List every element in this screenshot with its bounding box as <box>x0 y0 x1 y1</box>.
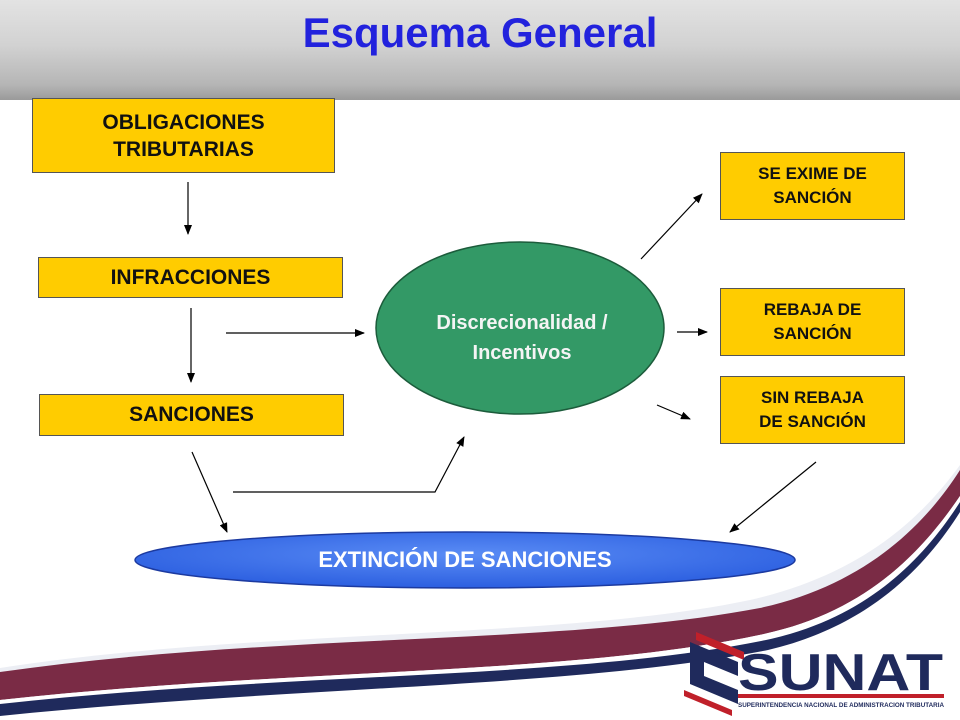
arrow-to-sin-rebaja <box>656 404 691 420</box>
box-exime-line1: SE EXIME DE <box>758 164 867 183</box>
box-rebaja-de-sancion: REBAJA DE SANCIÓN <box>720 288 905 356</box>
arrow-sin-rebaja-to-extincion <box>729 461 817 533</box>
box-rebaja-line2: SANCIÓN <box>773 324 852 343</box>
box-rebaja-line1: REBAJA DE <box>763 300 862 319</box>
box-infracciones: INFRACCIONES <box>38 257 343 298</box>
arrow-extincion-feedback <box>233 436 465 493</box>
oval-discrecionalidad <box>375 241 665 415</box>
box-sanciones-label: SANCIONES <box>129 403 254 426</box>
sunat-logo-tagline: SUPERINTENDENCIA NACIONAL DE ADMINISTRAC… <box>738 702 944 709</box>
header-band <box>0 0 960 100</box>
box-sin-rebaja-line2: DE SANCIÓN <box>759 412 866 431</box>
box-obligaciones-tributarias: OBLIGACIONES TRIBUTARIAS <box>32 98 335 173</box>
box-obligaciones-line1: OBLIGACIONES <box>102 110 265 134</box>
arrow-to-exime <box>640 193 703 260</box>
sunat-emblem-icon <box>684 632 744 716</box>
box-sin-rebaja-de-sancion: SIN REBAJA DE SANCIÓN <box>720 376 905 444</box>
box-sin-rebaja-line1: SIN REBAJA <box>761 388 864 407</box>
box-se-exime-de-sancion: SE EXIME DE SANCIÓN <box>720 152 905 220</box>
page-title: Esquema General <box>302 9 658 56</box>
sunat-logo-text: SUNAT <box>738 644 943 702</box>
oval-discrecionalidad-line1: Discrecionalidad / <box>436 312 608 334</box>
oval-discrecionalidad-label: Discrecionalidad / Incentivos <box>378 308 666 368</box>
box-infracciones-label: INFRACCIONES <box>110 265 271 289</box>
box-exime-line2: SANCIÓN <box>773 188 852 207</box>
oval-extincion <box>134 531 796 589</box>
oval-extincion-label: EXTINCIÓN DE SANCIONES <box>318 547 612 572</box>
sunat-logo: SUNAT SUPERINTENDENCIA NACIONAL DE ADMIN… <box>684 632 944 716</box>
arrow-sanciones-to-extincion <box>191 451 228 533</box>
box-obligaciones-line2: TRIBUTARIAS <box>113 137 254 161</box>
sunat-logo-underline <box>738 694 944 698</box>
box-sanciones: SANCIONES <box>39 394 344 436</box>
oval-discrecionalidad-line2: Incentivos <box>472 342 572 364</box>
